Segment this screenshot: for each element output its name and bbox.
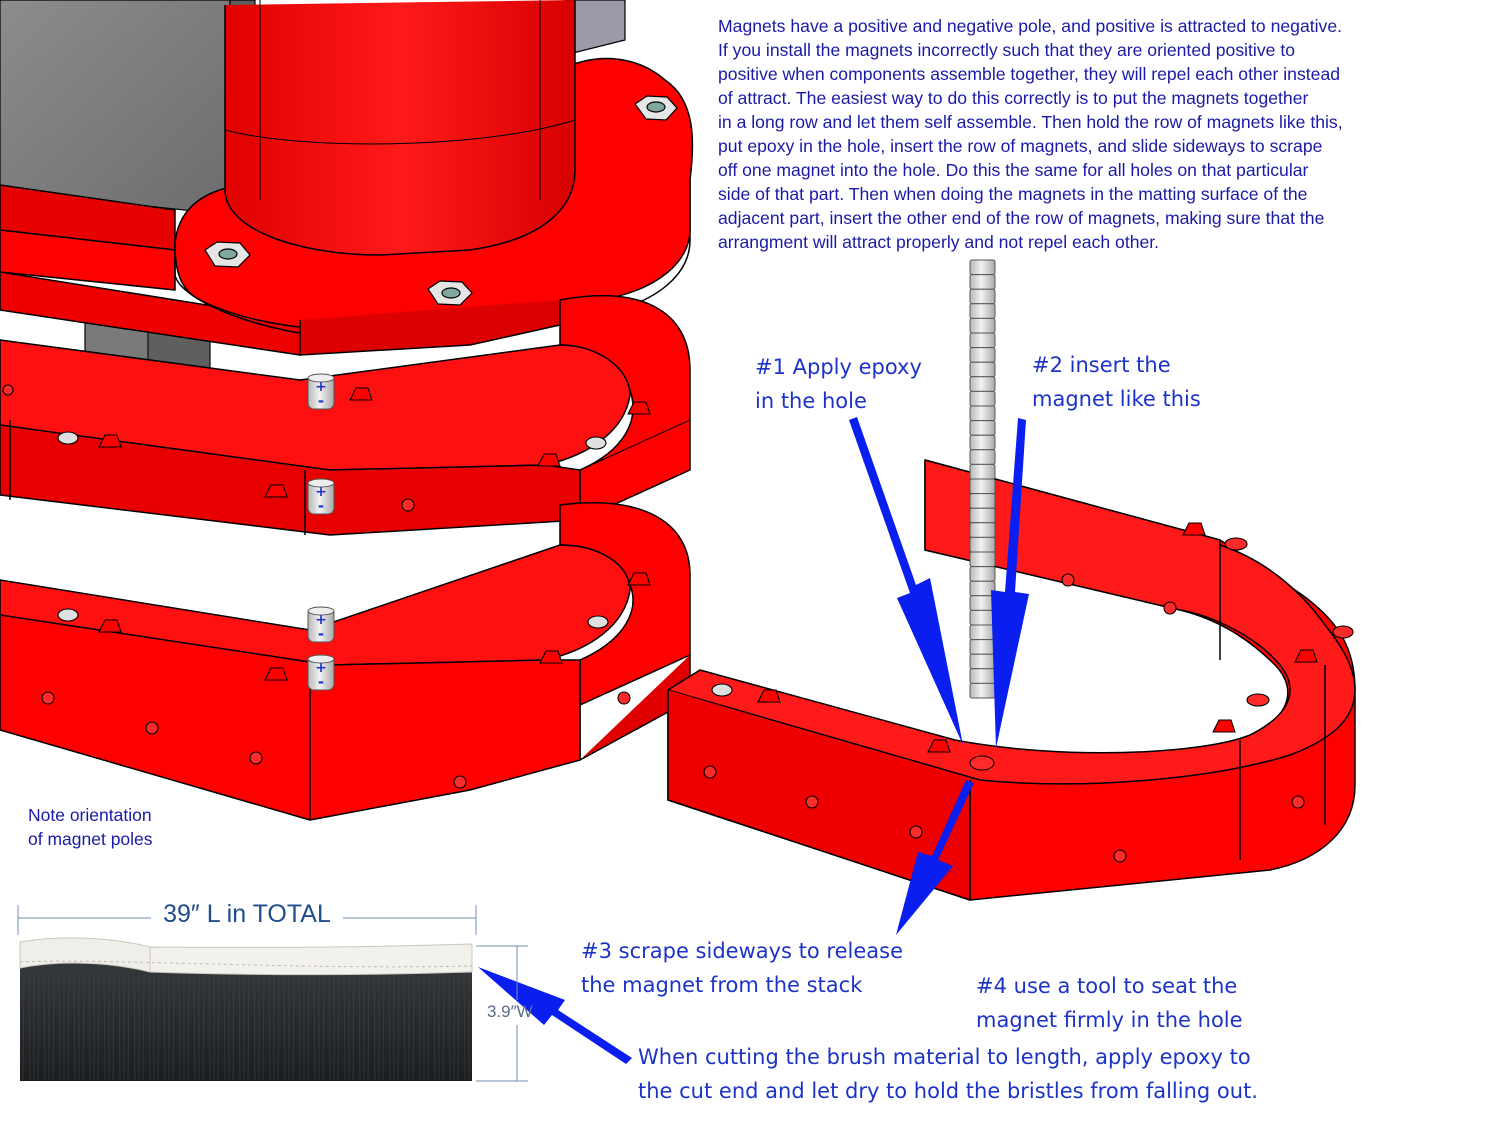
magnet-holes [57, 431, 1354, 771]
negative-pole-symbol: - [318, 673, 324, 691]
stacked-magnet [969, 478, 996, 495]
negative-pole-symbol: - [318, 497, 324, 515]
stacked-magnet [969, 507, 996, 524]
stacked-magnet [969, 639, 996, 655]
hex-nuts [204, 95, 678, 306]
step2-label: #2 insert the magnet like this [1032, 348, 1201, 416]
stacked-magnet [969, 463, 996, 480]
arrow-step1 [849, 417, 963, 745]
stacked-magnet [969, 303, 996, 319]
stacked-magnet [969, 551, 996, 568]
positive-pole-symbol: + [315, 660, 327, 676]
intro-line: in a long row and let them self assemble… [718, 112, 1343, 132]
intro-line: side of that part. Then when doing the m… [718, 184, 1308, 204]
negative-pole-symbol: - [318, 625, 324, 643]
step3-line: #3 scrape sideways to release [581, 939, 903, 963]
lower-left-ring [0, 502, 691, 821]
positive-pole-symbol: + [315, 379, 327, 395]
intro-line: off one magnet into the hole. Do this th… [718, 160, 1309, 180]
stacked-magnet [969, 682, 996, 699]
intro-line: put epoxy in the hole, insert the row of… [718, 136, 1323, 156]
instructions-paragraph: Magnets have a positive and negative pol… [718, 14, 1488, 254]
stacked-magnet [969, 449, 996, 465]
pole-orientation-note: Note orientation of magnet poles [28, 803, 153, 851]
red-column-base [0, 0, 694, 356]
brush-epoxy-note: When cutting the brush material to lengt… [638, 1040, 1258, 1108]
step3-label: #3 scrape sideways to release the magnet… [581, 934, 903, 1002]
brush-length-dimension: 39″ L in TOTAL [18, 900, 476, 929]
stacked-magnet [969, 434, 996, 451]
intro-line: positive when components assemble togeth… [718, 64, 1341, 84]
pole-magnet: +- [307, 654, 335, 691]
pole-magnet: +- [307, 478, 335, 515]
intro-line: adjacent part, insert the other end of t… [718, 208, 1325, 228]
stacked-magnet [969, 536, 996, 553]
stacked-magnet [969, 624, 996, 641]
stacked-magnet [969, 274, 996, 290]
brush-note-line: the cut end and let dry to hold the bris… [638, 1079, 1258, 1103]
stacked-magnet [969, 347, 996, 363]
pole-magnets: +-+-+-+- [307, 373, 335, 691]
step4-line: #4 use a tool to seat the [976, 974, 1238, 998]
stacked-magnet [969, 522, 996, 538]
stacked-magnet [969, 668, 996, 684]
pole-magnet: +- [307, 606, 335, 643]
stacked-magnet [969, 609, 996, 626]
stacked-magnet [969, 420, 996, 436]
arrow-step2 [991, 418, 1029, 748]
step1-line: #1 Apply epoxy [755, 355, 922, 379]
step2-line: #2 insert the [1032, 353, 1171, 377]
positive-pole-symbol: + [315, 484, 327, 500]
stacked-magnet [969, 332, 996, 349]
alignment-pins [98, 387, 1318, 753]
stacked-magnet [969, 653, 996, 670]
stacked-magnet [969, 259, 996, 276]
magnet-stack [969, 259, 996, 699]
stacked-magnet [969, 405, 996, 422]
note-line: of magnet poles [28, 829, 153, 849]
brush-width-dimension: 3.9″W [487, 1002, 533, 1021]
positive-pole-symbol: + [315, 612, 327, 628]
stacked-magnet [969, 376, 996, 392]
blue-arrows [478, 417, 1029, 1064]
negative-pole-symbol: - [318, 392, 324, 410]
step1-label: #1 Apply epoxy in the hole [755, 350, 922, 418]
brush-length-label: 39″ L in TOTAL [151, 900, 343, 928]
right-u-part [667, 459, 1356, 901]
stacked-magnet [969, 390, 996, 407]
pole-magnet: +- [307, 373, 335, 410]
intro-line: of attract. The easiest way to do this c… [718, 88, 1309, 108]
brush-note-line: When cutting the brush material to lengt… [638, 1045, 1251, 1069]
step1-line: in the hole [755, 389, 867, 413]
stacked-magnet [969, 566, 996, 582]
step3-line: the magnet from the stack [581, 973, 863, 997]
note-line: Note orientation [28, 805, 152, 825]
brush-strip [17, 905, 528, 1082]
intro-line: If you install the magnets incorrectly s… [718, 40, 1295, 60]
side-holes [2, 384, 1305, 863]
step2-line: magnet like this [1032, 387, 1201, 411]
arrow-step3 [896, 780, 974, 935]
stacked-magnet [969, 288, 996, 305]
stacked-magnet [969, 317, 996, 334]
stacked-magnet [969, 595, 996, 611]
step4-line: magnet firmly in the hole [976, 1008, 1243, 1032]
stacked-magnet [969, 361, 996, 378]
step4-label: #4 use a tool to seat the magnet firmly … [976, 969, 1243, 1037]
intro-line: arrangment will attract properly and not… [718, 232, 1160, 252]
stacked-magnet [969, 493, 996, 509]
intro-line: Magnets have a positive and negative pol… [718, 16, 1343, 36]
